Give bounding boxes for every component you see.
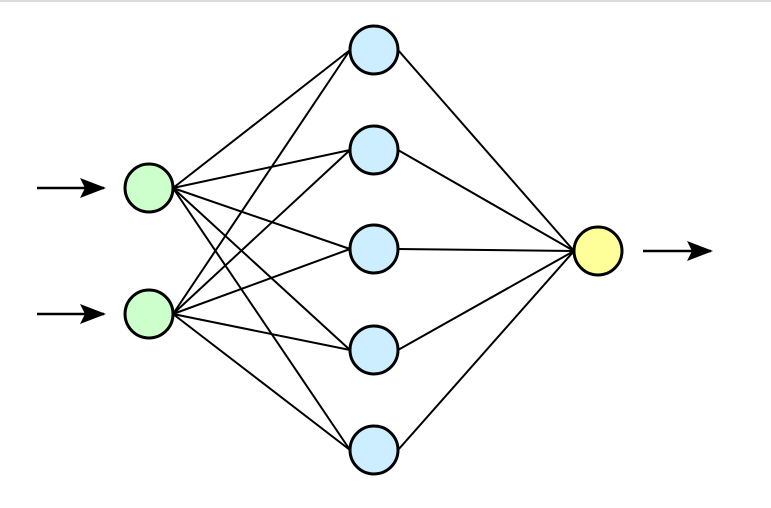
edge-input1-hidden3	[172, 187, 351, 250]
edge-input1-hidden4	[172, 187, 351, 351]
edge-input1-hidden2	[172, 149, 351, 189]
top-border	[0, 0, 771, 2]
edge-input2-hidden3	[172, 248, 351, 315]
edge-hidden1-output1	[397, 49, 575, 252]
hidden-node-5	[348, 424, 400, 476]
hidden-node-1	[348, 24, 400, 76]
nodes	[123, 24, 624, 476]
connections	[172, 49, 575, 451]
edge-hidden3-output1	[397, 248, 575, 252]
hidden-node-3	[348, 223, 400, 275]
hidden-node-4	[348, 324, 400, 376]
edge-hidden4-output1	[397, 250, 575, 351]
hidden-node-2	[348, 124, 400, 176]
input-node-2	[123, 288, 175, 340]
edge-hidden5-output1	[397, 250, 575, 451]
edge-input2-hidden2	[172, 149, 351, 315]
edge-input1-hidden5	[172, 187, 351, 451]
edge-input2-hidden5	[172, 313, 351, 451]
output-node-1	[572, 225, 624, 277]
input-node-1	[123, 162, 175, 214]
edge-input1-hidden1	[172, 49, 351, 189]
edge-input2-hidden4	[172, 313, 351, 351]
io-arrows	[37, 178, 713, 324]
edge-input2-hidden1	[172, 49, 351, 315]
edge-hidden2-output1	[397, 149, 575, 252]
